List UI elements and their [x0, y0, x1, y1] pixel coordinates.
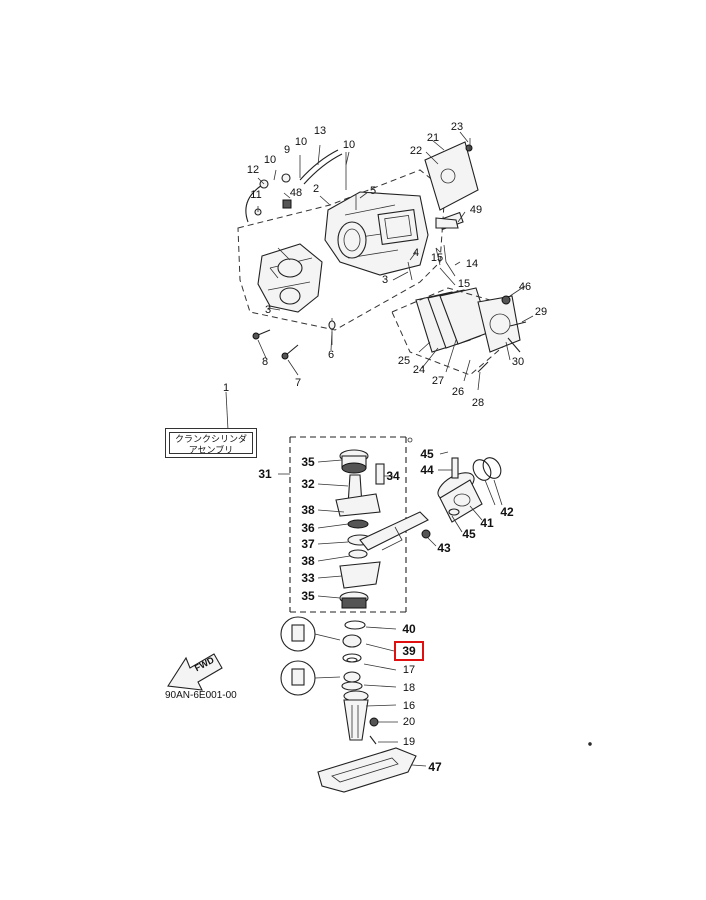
callout-42[interactable]: 42: [500, 505, 514, 519]
callout-23[interactable]: 23: [450, 121, 464, 133]
piston-pin: [451, 457, 459, 479]
callout-24[interactable]: 24: [412, 364, 426, 376]
callout-45[interactable]: 45: [420, 447, 434, 461]
callout-10[interactable]: 10: [294, 136, 308, 148]
callout-30[interactable]: 30: [511, 356, 525, 368]
callout-20[interactable]: 20: [402, 716, 416, 728]
piston: [437, 472, 483, 523]
callout-28[interactable]: 28: [471, 397, 485, 409]
callout-36[interactable]: 36: [301, 521, 315, 535]
callout-25[interactable]: 25: [397, 355, 411, 367]
crankshaft: [335, 449, 381, 609]
upper-bolts: [252, 244, 447, 360]
selected-part-highlight: [394, 641, 424, 661]
callout-34[interactable]: 34: [386, 469, 400, 483]
callout-6[interactable]: 6: [327, 349, 335, 361]
callout-37[interactable]: 37: [301, 537, 315, 551]
connecting-rod: [359, 511, 429, 551]
assembly-label-line2: アセンブリ: [188, 446, 234, 456]
callout-35[interactable]: 35: [301, 589, 315, 603]
callout-8[interactable]: 8: [261, 356, 269, 368]
callout-4[interactable]: 4: [412, 247, 420, 259]
callout-15[interactable]: 15: [457, 278, 471, 290]
callout-31[interactable]: 31: [258, 467, 272, 481]
lower-leader-lines: [317, 451, 503, 599]
callout-13[interactable]: 13: [313, 125, 327, 137]
detail-insets: [280, 616, 341, 696]
cylinder-block: [324, 191, 429, 276]
callout-29[interactable]: 29: [534, 306, 548, 318]
lower-housing: [343, 690, 398, 745]
callout-39[interactable]: 39: [402, 644, 416, 658]
lower-seals: [341, 620, 397, 691]
piston-rings: [472, 457, 502, 481]
callout-21[interactable]: 21: [426, 132, 440, 144]
callout-26[interactable]: 26: [451, 386, 465, 398]
crankcase: [257, 243, 323, 313]
assembly-label-box: クランクシリンダ アセンブリ: [165, 428, 257, 458]
spark-plug: [435, 217, 459, 229]
callout-38[interactable]: 38: [301, 503, 315, 517]
callout-46[interactable]: 46: [518, 281, 532, 293]
callout-17[interactable]: 17: [402, 664, 416, 676]
callout-3[interactable]: 3: [264, 304, 272, 316]
callout-27[interactable]: 27: [431, 375, 445, 387]
callout-44[interactable]: 44: [420, 463, 434, 477]
callout-38[interactable]: 38: [301, 554, 315, 568]
thermostat-cover: [477, 295, 527, 373]
upper-leader-lines: [225, 131, 534, 431]
callout-9[interactable]: 9: [283, 144, 291, 156]
callout-11[interactable]: 11: [250, 189, 262, 201]
callout-19[interactable]: 19: [402, 736, 416, 748]
callout-15[interactable]: 15: [430, 252, 444, 264]
callout-7[interactable]: 7: [294, 377, 302, 389]
crank-pin: [375, 463, 385, 485]
callout-16[interactable]: 16: [402, 700, 416, 712]
callout-22[interactable]: 22: [409, 145, 423, 157]
base-gasket: [317, 747, 427, 793]
callout-35[interactable]: 35: [301, 455, 315, 469]
callout-3[interactable]: 3: [381, 274, 389, 286]
callout-2[interactable]: 2: [312, 183, 320, 195]
fwd-arrow: [167, 653, 223, 691]
callout-41[interactable]: 41: [480, 516, 494, 530]
upper-assembly-outline: [237, 169, 446, 331]
callout-10[interactable]: 10: [263, 154, 277, 166]
callout-1[interactable]: 1: [222, 382, 230, 394]
callout-5[interactable]: 5: [369, 185, 377, 197]
head-cover-group: [424, 138, 479, 231]
piston-clip: [421, 529, 431, 539]
callout-10[interactable]: 10: [342, 139, 356, 151]
callout-47[interactable]: 47: [428, 760, 442, 774]
callout-18[interactable]: 18: [402, 682, 416, 694]
callout-33[interactable]: 33: [301, 571, 315, 585]
callout-32[interactable]: 32: [301, 477, 315, 491]
diagram-code: 90AN-6E001-00: [165, 690, 237, 701]
assembly-label-line1: クランクシリンダ: [174, 435, 247, 445]
callout-40[interactable]: 40: [402, 622, 416, 636]
callout-43[interactable]: 43: [437, 541, 451, 555]
callout-49[interactable]: 49: [469, 204, 483, 216]
callout-12[interactable]: 12: [246, 164, 260, 176]
callout-45[interactable]: 45: [462, 527, 476, 541]
callout-14[interactable]: 14: [465, 258, 479, 270]
callout-48[interactable]: 48: [289, 187, 303, 199]
